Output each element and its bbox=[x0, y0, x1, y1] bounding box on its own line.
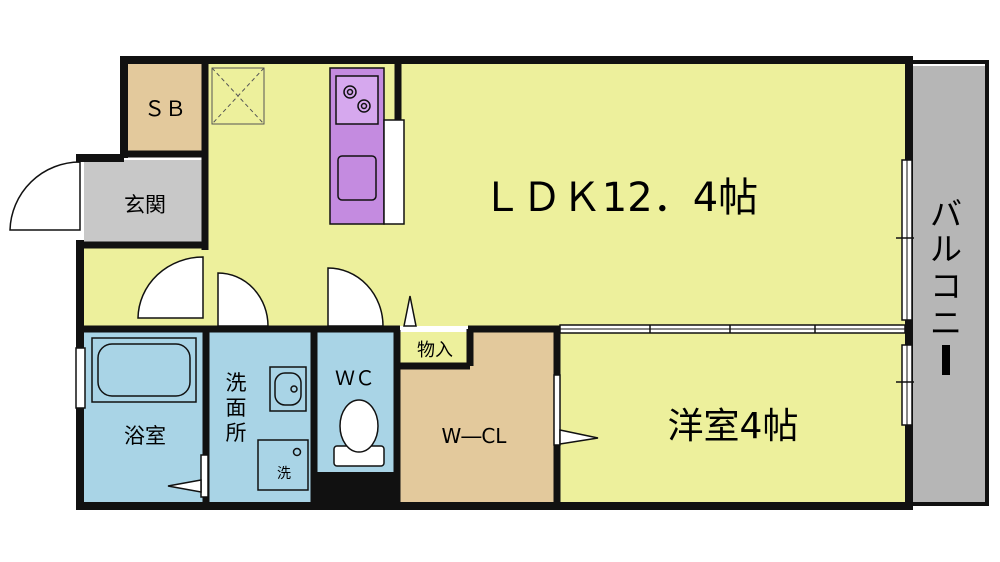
stove-icon bbox=[335, 75, 379, 125]
door-swing-icon bbox=[9, 161, 84, 240]
wcl-label: W―CL bbox=[442, 424, 508, 448]
sink-icon bbox=[337, 155, 377, 201]
toilet-icon bbox=[333, 399, 385, 467]
washroom-label-char: 洗 bbox=[226, 371, 247, 395]
balcony-windows bbox=[896, 159, 914, 426]
sliding-partition bbox=[559, 324, 906, 334]
door-swing-icon bbox=[137, 256, 204, 319]
door-swing-icon bbox=[217, 272, 269, 327]
ldk-floor bbox=[205, 64, 905, 326]
basin-icon bbox=[269, 366, 307, 412]
bath-label: 浴室 bbox=[124, 424, 166, 448]
wc-floor-step bbox=[316, 472, 396, 502]
western-room-label: 洋室4帖 bbox=[668, 406, 799, 447]
balcony-label-char: コ bbox=[930, 267, 962, 305]
ldk-label: ＬＤＫ12．4帖 bbox=[482, 175, 758, 221]
wc-label: ＷＣ bbox=[335, 366, 375, 390]
door-swing-icon bbox=[327, 267, 384, 327]
balcony-label-char: ニ bbox=[930, 304, 962, 342]
balcony-label: バ ル コ ニ bbox=[930, 195, 962, 375]
bath-floor bbox=[84, 332, 203, 502]
washroom-label: 洗 面 所 bbox=[226, 371, 247, 445]
washroom-floor bbox=[207, 332, 312, 502]
washroom-label-char: 面 bbox=[226, 396, 247, 420]
bathtub-icon bbox=[91, 337, 197, 403]
storage-label: 物入 bbox=[417, 340, 453, 361]
balcony-label-char: バ bbox=[930, 195, 962, 233]
washer-label: 洗 bbox=[277, 466, 291, 482]
washroom-label-char: 所 bbox=[226, 421, 247, 445]
entrance-label: 玄関 bbox=[124, 193, 166, 217]
wcl-door-mark bbox=[553, 374, 599, 446]
washer-pan-icon bbox=[257, 439, 309, 491]
balcony-label-char: ル bbox=[930, 230, 962, 268]
sb-label: ＳＢ bbox=[144, 97, 186, 121]
bath-window bbox=[75, 347, 86, 409]
bath-door-mark bbox=[167, 454, 209, 498]
storage-door-mark bbox=[403, 295, 417, 327]
sb-floor bbox=[128, 64, 205, 152]
balcony-label-dash bbox=[942, 345, 950, 375]
entrance-floor bbox=[84, 160, 202, 244]
balcony-floor bbox=[905, 66, 985, 502]
storage-floor bbox=[400, 332, 470, 364]
fridge-space-icon bbox=[211, 67, 265, 125]
western-room-floor bbox=[560, 330, 905, 502]
